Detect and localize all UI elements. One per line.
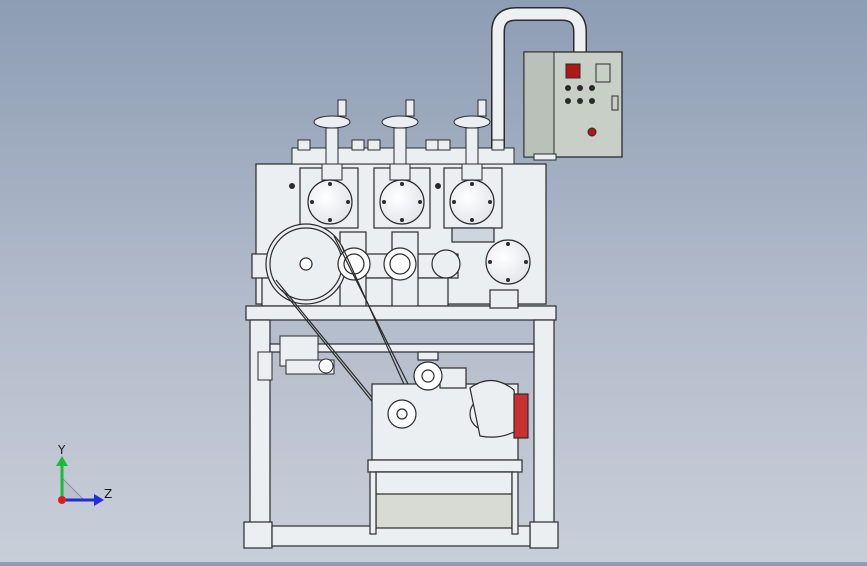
z-axis-arrow-icon <box>94 494 104 506</box>
axis-triad: Y Z <box>56 443 112 506</box>
frame <box>243 289 559 549</box>
y-axis-arrow-icon <box>56 456 68 466</box>
z-axis-label: Z <box>104 487 112 501</box>
motor-base <box>367 459 523 535</box>
x-axis-dot-icon <box>58 496 66 504</box>
gear-pulley-icon[interactable] <box>265 223 461 305</box>
motor-icon[interactable] <box>371 351 529 461</box>
y-axis-label: Y <box>57 443 66 457</box>
handwheel-icon[interactable] <box>313 99 491 181</box>
control-cabinet-icon[interactable] <box>523 51 623 161</box>
roller-caps <box>307 179 531 285</box>
belt-tensioner[interactable] <box>257 335 335 381</box>
conduit-pipe <box>491 7 587 310</box>
